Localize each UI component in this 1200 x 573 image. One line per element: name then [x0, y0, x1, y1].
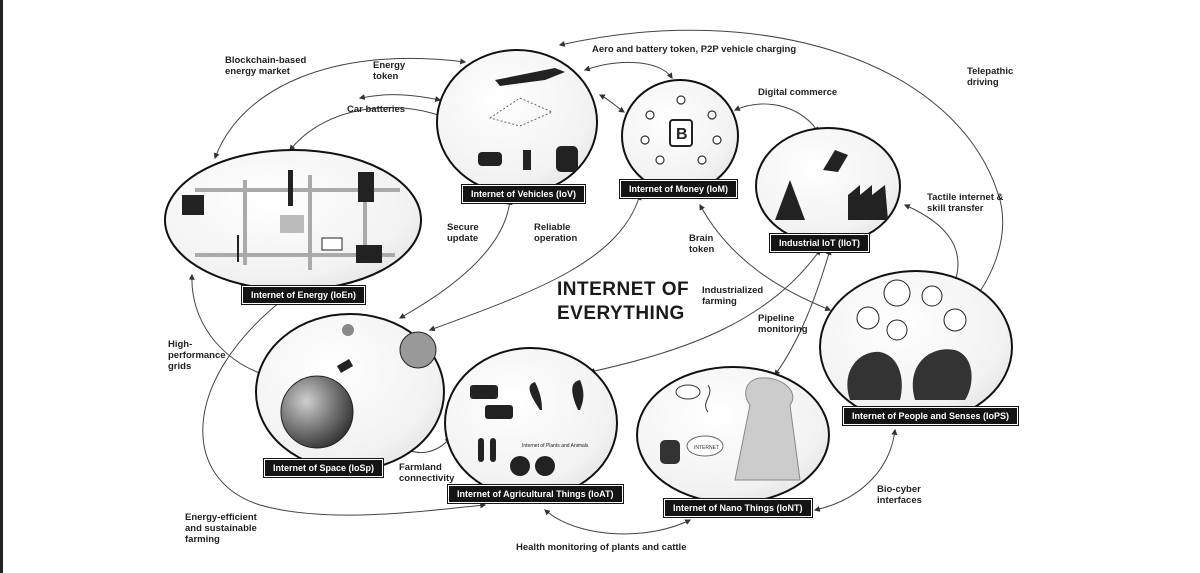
cow-icon [485, 405, 513, 419]
arrow-tactile [903, 204, 960, 284]
cow-icon [470, 385, 498, 399]
plant-icon [529, 382, 542, 410]
label-high-perf: High- performance grids [168, 339, 226, 372]
arrow-pipeline [774, 248, 832, 376]
nose-icon [921, 285, 943, 307]
arrow-digital-commerce [733, 103, 819, 134]
iiot-ellipse [755, 127, 901, 245]
iom-label: Internet of Money (IoM) [620, 180, 737, 198]
hand-icon [856, 306, 880, 330]
label-aero: Aero and battery token, P2P vehicle char… [592, 44, 797, 55]
mouth-icon [886, 319, 908, 341]
car-icon [478, 152, 502, 166]
label-car-batteries: Car batteries [347, 104, 406, 115]
arrow-car-batteries [289, 107, 452, 151]
plant-icon [572, 380, 584, 410]
traffic-light-icon [523, 150, 531, 170]
label-tactile: Tactile internet & skill transfer [927, 192, 1004, 214]
label-health-monitoring: Health monitoring of plants and cattle [516, 542, 687, 553]
arrow-vehicle-money [598, 94, 625, 113]
speech-bubble [686, 435, 724, 457]
bacteria-icon [675, 384, 701, 400]
label-reliable-operation: Reliable operation [534, 222, 578, 244]
arrow-energy-efficient [202, 297, 487, 516]
ioat-ellipse [444, 347, 618, 499]
brain-icon [883, 279, 911, 307]
building-icon [358, 172, 374, 202]
label-pipeline: Pipeline monitoring [758, 313, 808, 335]
left-border-line [0, 0, 3, 573]
iov-ellipse [436, 49, 598, 195]
arrow-bio-cyber [813, 428, 898, 512]
label-digital-commerce: Digital commerce [758, 87, 838, 98]
label-blockchain: Blockchain-based energy market [225, 55, 307, 77]
iops-label: Internet of People and Senses (IoPS) [843, 407, 1019, 425]
label-energy-efficient: Energy-efficient and sustainable farming [185, 512, 257, 545]
oil-pump-icon [775, 180, 805, 220]
globe-icon [399, 331, 437, 369]
label-brain-token: Brain token [689, 233, 715, 255]
label-secure-update: Secure update [447, 222, 479, 244]
arrow-energy-token [358, 94, 442, 103]
arrow-aero-vehicle [583, 61, 673, 79]
moon-icon [342, 324, 354, 336]
iov-label: Internet of Vehicles (IoV) [462, 185, 586, 203]
human-body-icon [734, 377, 801, 481]
label-farmland: Farmland connectivity [399, 462, 455, 484]
label-energy-token: Energy token [373, 60, 406, 82]
iont-label: Internet of Nano Things (IoNT) [664, 499, 812, 517]
thermometer-icon [478, 438, 484, 462]
svg-text:B: B [676, 126, 688, 143]
factory-icon [356, 245, 382, 263]
head-icon [912, 349, 972, 400]
globe-icon [280, 375, 354, 449]
iiot-label: Industrial IoT (IIoT) [770, 234, 869, 252]
ear-icon [943, 308, 967, 332]
ioat-label: Internet of Agricultural Things (IoAT) [448, 485, 623, 503]
iops-ellipse [819, 270, 1013, 424]
arrow-health [544, 509, 692, 535]
leaf-icon [535, 456, 555, 476]
solar-panel-icon [280, 215, 304, 233]
pylon-icon [288, 170, 293, 206]
head-icon [847, 351, 902, 400]
water-drop-icon [510, 456, 530, 476]
power-plant-icon [182, 195, 204, 215]
bitcoin-icon: B [640, 95, 722, 165]
factory-icon [848, 185, 888, 220]
iosp-label: Internet of Space (IoSp) [264, 459, 384, 477]
iont-ellipse [636, 366, 830, 504]
airplane-icon [495, 68, 565, 86]
robot-arm-icon [823, 150, 848, 172]
label-bio-cyber: Bio-cyber interfaces [877, 484, 922, 506]
dna-icon [705, 384, 711, 413]
label-industrialized: Industrialized farming [702, 285, 764, 307]
arrow-blockchain-energy [213, 57, 467, 160]
thermometer-icon [490, 438, 496, 462]
train-icon [556, 146, 578, 172]
doctor-icon [660, 440, 680, 464]
drone-network [488, 97, 554, 127]
satellite-icon [336, 359, 354, 373]
label-telepathic: Telepathic driving [967, 66, 1014, 88]
ioen-label: Internet of Energy (IoEn) [242, 286, 366, 304]
internet-bubble-text: INTERNET [694, 445, 719, 451]
diagram-title: INTERNET OF EVERYTHING [557, 279, 690, 324]
plants-animals-text: Internet of Plants and Animals [522, 443, 589, 449]
arrow-high-perf [188, 273, 267, 377]
battery-icon [321, 237, 343, 251]
arrow-telepathic [558, 29, 1004, 303]
